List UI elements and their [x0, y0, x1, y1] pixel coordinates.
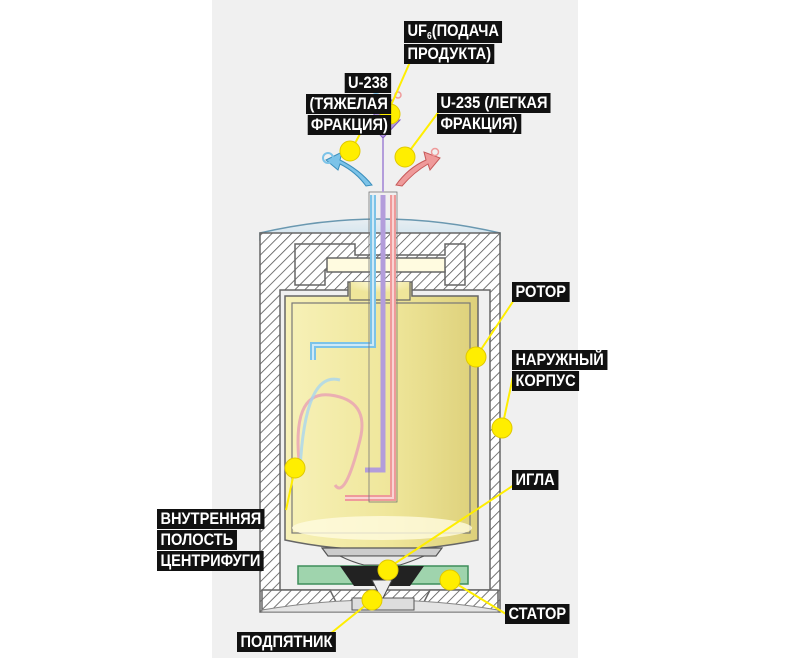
label-needle: ИГЛА — [512, 470, 559, 491]
flow-loop-light — [296, 393, 364, 490]
marker-light-fraction — [394, 146, 416, 168]
feed-pipe — [365, 195, 386, 473]
label-inner-cavity: ВНУТРЕННЯЯ ПОЛОСТЬ ЦЕНТРИФУГИ — [157, 509, 265, 572]
needle-plate — [320, 547, 444, 557]
rotor-bottom-glow — [292, 516, 472, 540]
label-u238: U-238 (ТЯЖЕЛАЯ ФРАКЦИЯ) — [306, 73, 392, 136]
callout-line — [387, 484, 515, 569]
callout-line — [449, 579, 507, 615]
label-thrust-bearing: ПОДПЯТНИК — [237, 632, 336, 653]
label-rotor: РОТОР — [512, 282, 570, 303]
marker-needle — [377, 559, 399, 581]
label-u235: U-235 (ЛЕГКАЯ ФРАКЦИЯ) — [437, 93, 551, 135]
marker-heavy-fraction — [339, 140, 361, 162]
light-fraction-pipe-inner — [345, 195, 394, 499]
marker-outer-casing — [491, 417, 513, 439]
marker-rotor — [465, 346, 487, 368]
label-uf6-feed: UF6 (ПОДАЧА ПРОДУКТА) — [404, 21, 503, 65]
needle-tip — [371, 579, 393, 602]
label-outer-casing: НАРУЖНЫЙ КОРПУС — [512, 350, 608, 392]
upper-bearing — [326, 257, 446, 273]
flow-loop-heavy — [298, 377, 341, 471]
callout-line — [475, 299, 515, 358]
heavy-exit-arrow — [325, 151, 373, 187]
heavy-molecule — [322, 152, 334, 164]
light-exit-arrow — [395, 151, 441, 187]
label-stator: СТАТОР — [505, 604, 570, 625]
light-molecule — [430, 147, 440, 157]
marker-thrust-bearing — [361, 589, 383, 611]
marker-stator — [439, 569, 461, 591]
heavy-fraction-pipe-inner — [312, 195, 374, 360]
marker-inner-cavity — [284, 457, 306, 479]
rotor-neck — [349, 282, 411, 301]
